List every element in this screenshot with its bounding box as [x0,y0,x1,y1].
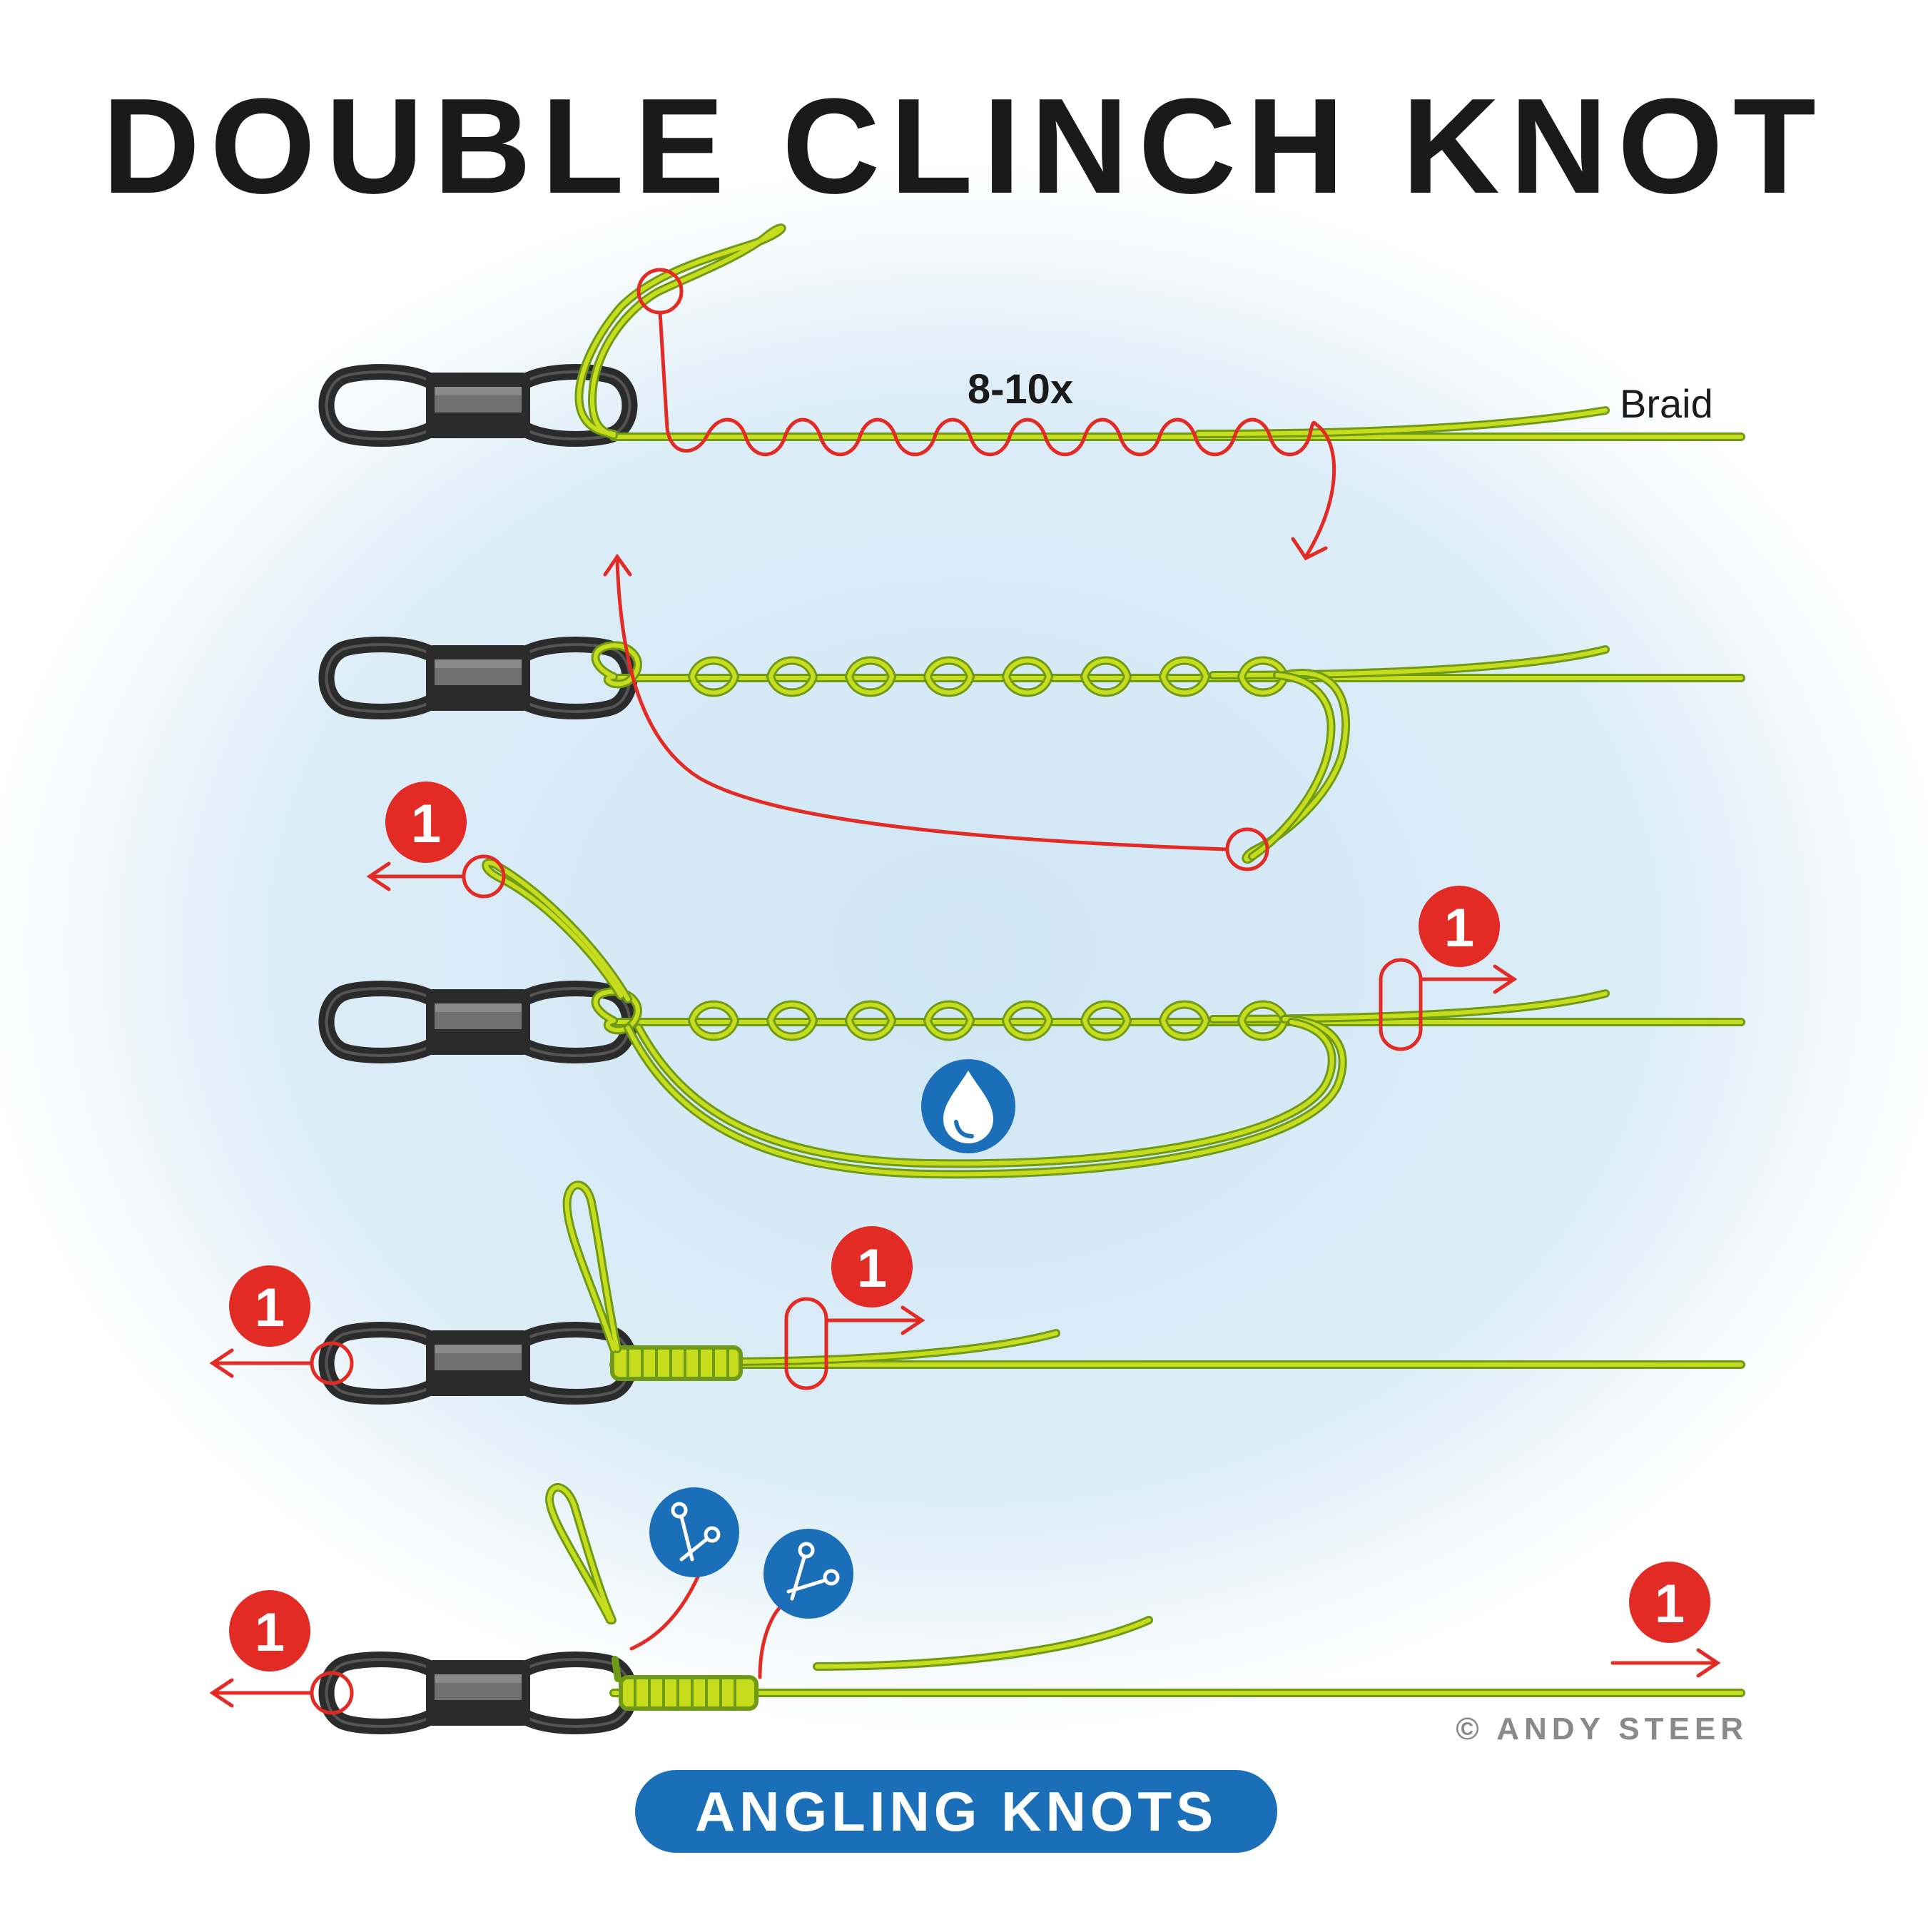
turns-label: 8-10x [968,366,1073,413]
step-badge-1e: 1 [229,1590,310,1671]
step-badge-label: 1 [411,794,441,854]
step-4 [209,1180,1745,1397]
step-5 [209,1483,1745,1726]
scissors-icon [758,1529,853,1679]
step-badge-label: 1 [255,1602,285,1663]
scissors-icon [629,1487,739,1651]
step-2 [327,553,1745,871]
step-badge-label: 1 [1655,1574,1685,1634]
step-badge-1b: 1 [1419,886,1500,967]
step-badge-1f: 1 [1629,1562,1710,1643]
step-badge-1d: 1 [831,1226,913,1308]
water-drop-icon [921,1059,1015,1153]
step-1 [327,223,1745,561]
page-title: DOUBLE CLINCH KNOT [102,71,1826,222]
step-badge-label: 1 [255,1278,285,1338]
step-badge-1c: 1 [229,1265,310,1347]
copyright-text: © ANDY STEER [1456,1711,1748,1746]
step-badge-label: 1 [857,1238,887,1299]
footer-badge: ANGLING KNOTS [635,1770,1277,1853]
step-badge-1a: 1 [385,782,467,863]
step-3 [327,854,1745,1179]
step-badge-label: 1 [1444,898,1474,959]
braid-label: Braid [1620,381,1713,426]
